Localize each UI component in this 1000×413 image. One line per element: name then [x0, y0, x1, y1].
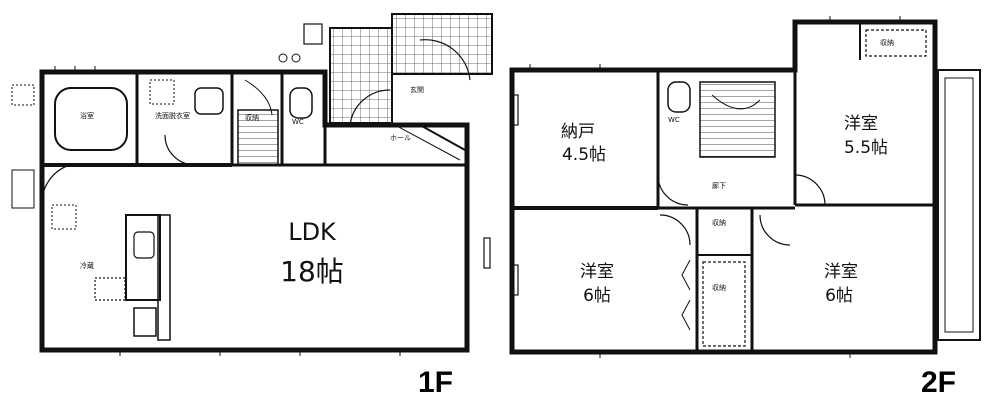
annotation-entrance: 玄関 — [410, 85, 424, 94]
floor-label-2f: 2F — [921, 366, 957, 399]
room-western-se-size: 6帖 — [825, 286, 853, 306]
annotation-wc-2f: WC — [668, 116, 680, 124]
room-western-sw-size: 6帖 — [583, 286, 611, 306]
room-ldk-name: LDK — [288, 218, 337, 246]
washbasin-fixture — [194, 87, 224, 115]
kitchen-counter — [125, 214, 161, 301]
annotation-bath: 浴室 — [80, 111, 94, 120]
floor-label-1f: 1F — [418, 366, 454, 399]
room-storage-size: 4.5帖 — [562, 145, 606, 165]
closet-2f-mid — [702, 261, 746, 347]
stairs-2f — [699, 81, 776, 158]
toilet-2f — [667, 81, 691, 113]
annotation-washroom: 洗面脱衣室 — [155, 111, 190, 120]
closet-2f-ne — [865, 29, 927, 57]
room-western-ne-size: 5.5帖 — [844, 138, 888, 158]
second-floor-plan — [509, 16, 981, 358]
bathtub-fixture — [54, 87, 128, 151]
first-floor-plan — [11, 13, 493, 356]
annotation-kitchen: 冷蔵 — [80, 261, 94, 270]
room-storage-name: 納戸 — [561, 122, 595, 142]
annotation-closet-2f-b: 収納 — [712, 283, 726, 292]
annotation-wc-1f: WC — [292, 118, 304, 126]
stairs-1f — [237, 109, 279, 166]
room-western-se-name: 洋室 — [824, 262, 858, 282]
entrance-porch-tiles — [329, 27, 393, 124]
annotation-hall: ホール — [390, 134, 411, 142]
plan-annotations: 浴室 洗面脱衣室 収納 WC 玄関 ホール 冷蔵 WC 廊下 収納 収納 収納 — [80, 38, 894, 292]
kitchen-sink — [133, 231, 155, 259]
room-ldk-size: 18帖 — [280, 255, 344, 288]
kitchen-stove — [133, 307, 157, 337]
porch-step-tiles — [391, 13, 493, 75]
room-western-ne-name: 洋室 — [844, 114, 878, 134]
annotation-closet-2f-ne: 収納 — [880, 38, 894, 47]
room-labels: LDK 18帖 納戸 4.5帖 洋室 5.5帖 洋室 6帖 洋室 6帖 — [280, 114, 888, 306]
washer-space — [149, 79, 175, 105]
balcony-2f — [937, 69, 981, 341]
annotation-stair-storage: 収納 — [245, 113, 259, 122]
toilet-fixture — [289, 87, 313, 119]
room-western-sw-name: 洋室 — [580, 262, 614, 282]
annotation-hall-2f: 廊下 — [712, 181, 726, 190]
annotation-closet-2f: 収納 — [712, 218, 726, 227]
